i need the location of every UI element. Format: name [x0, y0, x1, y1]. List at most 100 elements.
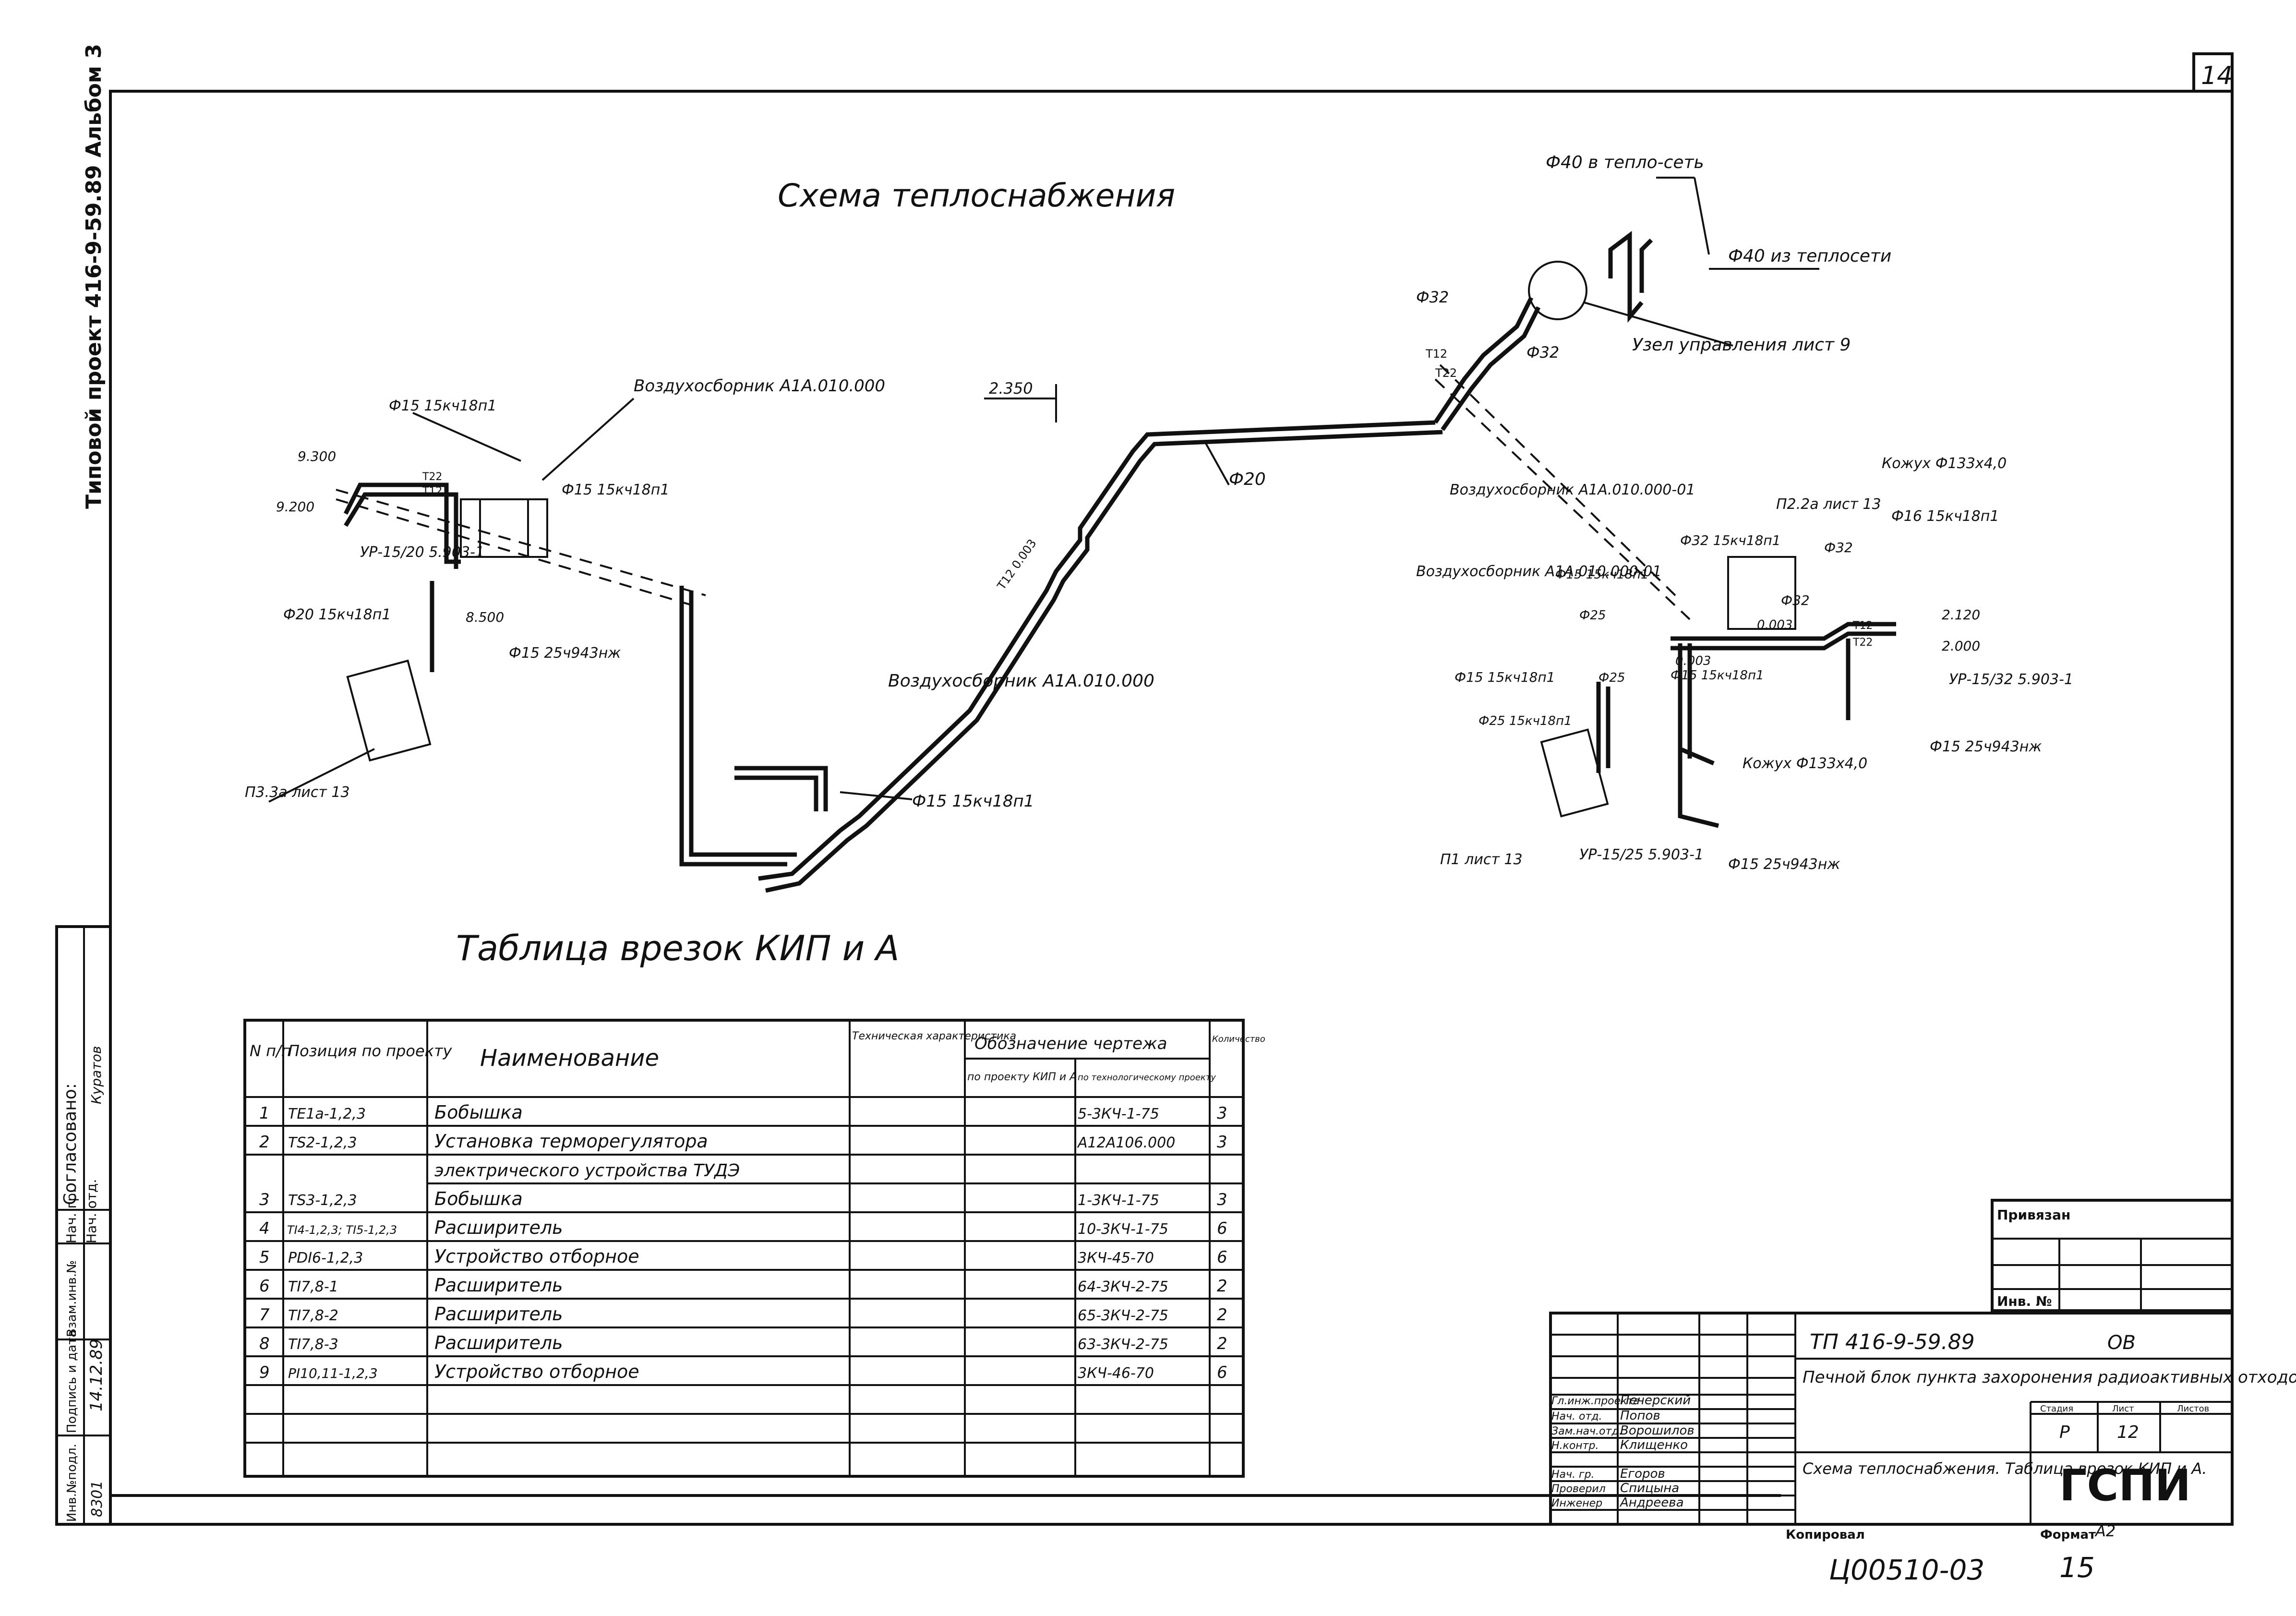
cell-n: 3	[259, 1190, 270, 1209]
table-header-qty: Количество	[1212, 1034, 1265, 1044]
stamp-stage-label: Стадия	[2040, 1404, 2073, 1414]
cell-pos: PI10,11-1,2,3	[288, 1365, 378, 1381]
cell-techn: 65-3КЧ-2-75	[1078, 1307, 1168, 1324]
stamp-role: Нач. гр.	[1551, 1469, 1595, 1481]
cell-pos: ТЕ1а-1,2,3	[288, 1106, 366, 1122]
stamp-person: Спицына	[1620, 1481, 1679, 1495]
side-approval-block: Согласовано: Куратов Нач. гр. Нач. отд. …	[55, 925, 112, 1526]
label-level-9300: 9.300	[298, 448, 336, 464]
side-title: Типовой проект 416-9-59.89 Альбом 3	[82, 44, 106, 509]
cell-qty: 6	[1217, 1363, 1227, 1382]
label-f15-b: Ф15 25ч943нж	[1728, 856, 1840, 873]
cell-pos: ТI7,8-2	[288, 1307, 338, 1324]
label-f15-r3: Ф15 15кч18п1	[1671, 668, 1764, 683]
stamp-person: Ворошилов	[1620, 1423, 1695, 1438]
stamp-sheet: 12	[2117, 1423, 2139, 1442]
table-row: 3 ТS3-1,2,3 Бобышка 1-3КЧ-1-75 3	[259, 1188, 1227, 1209]
cell-name: Расширитель	[434, 1332, 563, 1353]
stamp-role: Гл.инж.проекта	[1551, 1395, 1640, 1407]
stamp-person: Андреева	[1619, 1495, 1684, 1510]
stamp-code: ТП 416-9-59.89	[1810, 1330, 1975, 1354]
scheme-title: Схема теплоснабжения	[778, 177, 1175, 214]
label-f32-r2: Ф32	[1824, 540, 1853, 555]
label-f40-in: Ф40 из теплосети	[1728, 246, 1891, 266]
label-t22-left: Т22	[422, 471, 442, 483]
cell-n: 9	[259, 1363, 270, 1382]
stamp-format: А2	[2094, 1522, 2116, 1540]
label-f32-b: Ф32	[1527, 343, 1559, 362]
label-p2: П2.2а лист 13	[1776, 496, 1881, 513]
stamp-object: Печной блок пункта захоронения радиоакти…	[1803, 1368, 2296, 1387]
title-stamp: ТП 416-9-59.89 ОВ Печной блок пункта зах…	[1549, 1312, 2296, 1586]
label-f32-r3: Ф32	[1781, 592, 1810, 608]
privyazan-block: Привязан Инв. №	[1991, 1199, 2234, 1312]
cell-name: Расширитель	[434, 1217, 563, 1238]
label-kozhukh-bot: Кожух Ф133х4,0	[1743, 755, 1867, 772]
label-f25-r1: Ф25	[1579, 608, 1606, 623]
cell-qty: 2	[1217, 1277, 1227, 1296]
label-f32-r1: Ф32 15кч18п1	[1680, 532, 1780, 548]
table-row: 7 ТI7,8-2 Расширитель 65-3КЧ-2-75 2	[259, 1303, 1227, 1325]
stamp-sheet-label: Лист	[2112, 1404, 2134, 1414]
cell-qty: 6	[1217, 1219, 1227, 1238]
table-header-n: N п/п	[250, 1042, 291, 1060]
table-row: 8 ТI7,8-3 Расширитель 63-3КЧ-2-75 2	[259, 1332, 1227, 1353]
side-inv-value: 8301	[89, 1481, 106, 1517]
label-aircol-3: Воздухосборник А1А.010.000-01	[1450, 482, 1695, 498]
cell-pos: ТS3-1,2,3	[288, 1192, 357, 1209]
table-row: 4 ТI4-1,2,3; ТI5-1,2,3 Расширитель 10-3К…	[259, 1217, 1227, 1238]
stamp-format-label: Формат	[2040, 1528, 2096, 1542]
label-slope-r2: 0.003	[1675, 654, 1711, 668]
table-row: 1 ТЕ1а-1,2,3 Бобышка 5-3КЧ-1-75 3	[259, 1102, 1227, 1123]
stamp-org: ГСПИ	[2059, 1460, 2191, 1511]
table-header-techn: по технологическому проекту	[1078, 1073, 1216, 1083]
side-row-1: Нач. гр.	[63, 1189, 79, 1243]
stamp-role: Нач. отд.	[1551, 1411, 1602, 1423]
cell-n: 4	[259, 1219, 270, 1238]
label-f15-r4: Ф15 25ч943нж	[1930, 738, 2042, 755]
cell-techn: 3КЧ-46-70	[1078, 1365, 1154, 1382]
cell-techn: А12А106.000	[1077, 1134, 1175, 1151]
privyazan-label: Привязан	[1997, 1207, 2070, 1223]
cell-n: 8	[259, 1334, 270, 1353]
table-header-tech: Техническая характеристика	[852, 1030, 1016, 1042]
side-inv-label: Инв.№подл.	[65, 1444, 79, 1522]
outer-frame	[109, 90, 2234, 1526]
cell-pos: PDI6-1,2,3	[288, 1250, 363, 1266]
kip-table: N п/п Позиция по проекту Наименование Те…	[243, 1019, 1265, 1478]
cell-techn: 64-3КЧ-2-75	[1078, 1278, 1168, 1295]
stamp-order: Ц00510-03	[1829, 1554, 1984, 1586]
stamp-drawing: Схема теплоснабжения. Таблица врезок КИП…	[1803, 1459, 2207, 1478]
label-aircol-2-left: Воздухосборник А1А.010.000	[634, 376, 885, 396]
cell-name: Устройство отборное	[434, 1246, 639, 1267]
cell-n: 7	[259, 1305, 270, 1325]
stamp-order-page: 15	[2059, 1551, 2095, 1584]
label-f15-left-c: Ф15 25ч943нж	[509, 645, 621, 662]
label-aircol-1: Воздухосборник А1А.010.000	[888, 671, 1154, 691]
stamp-mark: ОВ	[2107, 1332, 2136, 1354]
label-rr-r: УР-15/32 5.903-1	[1949, 671, 2073, 688]
cell-name: Бобышка	[434, 1102, 523, 1123]
label-f15-r2: Ф15 15кч18п1	[1455, 669, 1555, 685]
side-date-value: 14.12.89	[87, 1339, 106, 1411]
label-level-2120: 2.120	[1942, 607, 1980, 623]
cell-name: Бобышка	[434, 1188, 523, 1209]
label-f20-left: Ф20 15кч18п1	[283, 606, 391, 623]
label-rr-b: УР-15/25 5.903-1	[1579, 846, 1704, 863]
table-header-name: Наименование	[480, 1045, 659, 1072]
stamp-person: Попов	[1620, 1409, 1660, 1423]
label-f15-left-b: Ф15 15кч18п1	[562, 482, 669, 498]
side-agreed: Согласовано:	[60, 1083, 80, 1205]
table-header-pos: Позиция по проекту	[288, 1042, 453, 1060]
label-f40-out: Ф40 в тепло-сеть	[1546, 153, 1704, 172]
table-header-kip: по проекту КИП и А	[967, 1071, 1077, 1083]
cell-qty: 3	[1217, 1133, 1227, 1152]
label-level-2350: 2.350	[989, 379, 1033, 398]
cell-name: Расширитель	[434, 1303, 563, 1325]
privyazan-inv: Инв. №	[1997, 1293, 2052, 1309]
stamp-role: Зам.нач.отд.	[1551, 1425, 1623, 1437]
table-header-draw: Обозначение чертежа	[974, 1034, 1167, 1053]
cell-qty: 2	[1217, 1305, 1227, 1325]
table-row: 6 ТI7,8-1 Расширитель 64-3КЧ-2-75 2	[259, 1275, 1227, 1296]
side-sign-date-label: Подпись и дата	[65, 1330, 79, 1433]
